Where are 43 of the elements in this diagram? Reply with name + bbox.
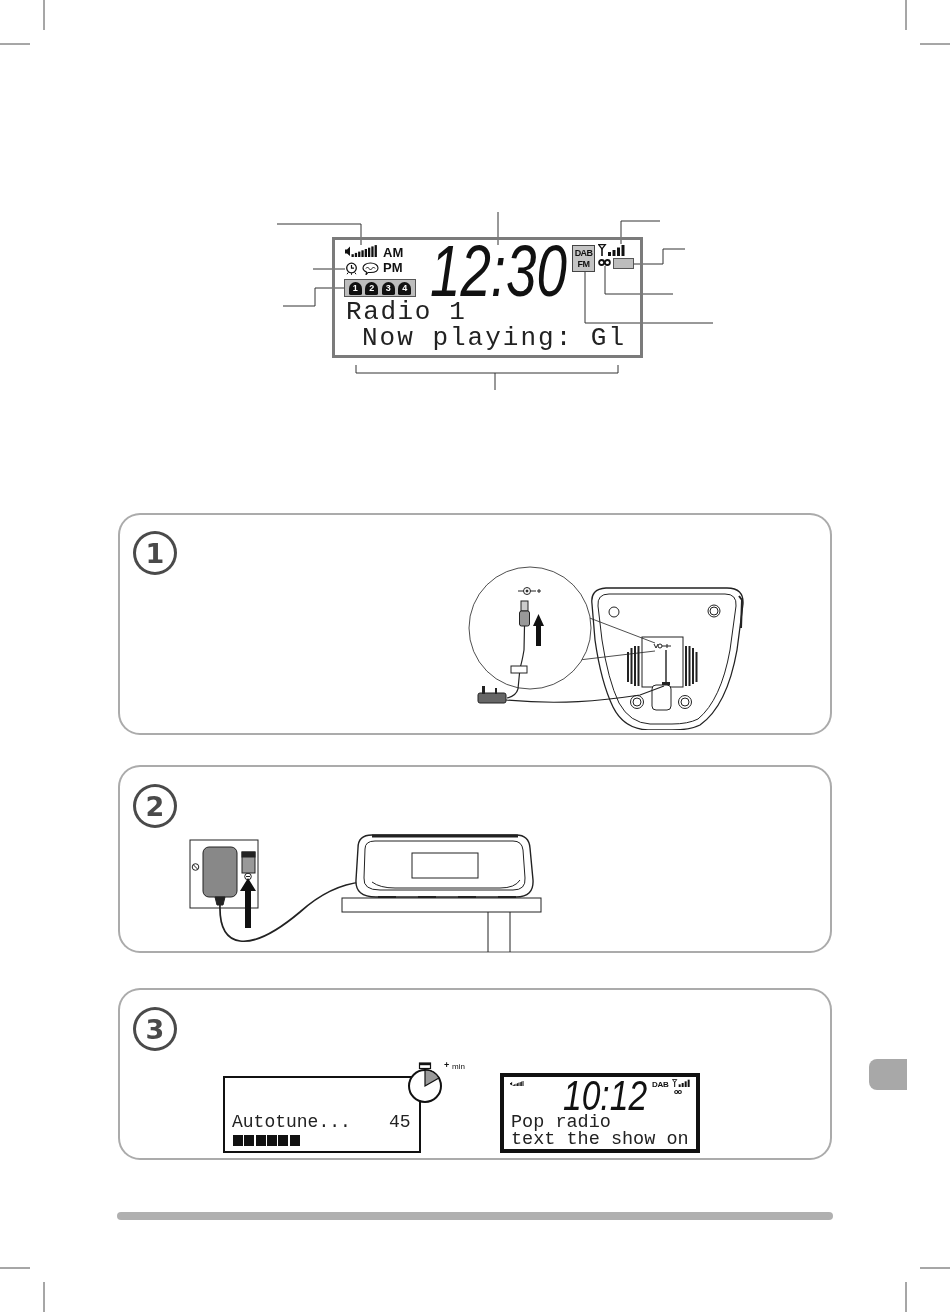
band-indicator — [572, 245, 595, 272]
station-count: 45 — [389, 1113, 411, 1131]
alarm-indicator-strip — [344, 279, 416, 297]
scrolling-text: Now playing: Gl — [362, 326, 627, 350]
step-panel — [118, 765, 832, 953]
alarm-bell-number: 2 — [365, 281, 379, 295]
clock-icon — [345, 262, 358, 275]
leader-line — [584, 271, 714, 324]
lcd-screen — [223, 1076, 421, 1153]
am-pm-label: AM — [383, 246, 404, 260]
alarm-bell-number: 3 — [381, 281, 395, 295]
leader-line — [282, 287, 345, 307]
status-box — [613, 258, 634, 269]
am-pm-label: PM — [383, 261, 403, 275]
step-number: 1 — [133, 531, 177, 575]
lcd-display — [332, 237, 643, 358]
plus-sign: + — [444, 1061, 450, 1070]
clock-digits: 12:30 — [430, 245, 568, 297]
scrolling-text: text the show on — [511, 1131, 689, 1148]
station-name: Radio 1 — [346, 300, 467, 324]
leader-line — [312, 268, 346, 270]
status-text: Autotune... — [232, 1113, 351, 1131]
leader-line — [604, 265, 674, 295]
band-label: FM — [577, 259, 590, 269]
step-number: 2 — [133, 784, 177, 828]
signal-strength-icon — [598, 244, 625, 256]
clock-digits: 10:12 — [563, 1080, 648, 1111]
band-label: DAB — [652, 1081, 669, 1089]
leader-line — [497, 211, 499, 246]
stereo-icon — [598, 259, 611, 266]
leader-line — [620, 220, 661, 245]
alarm-bell-number: 1 — [348, 281, 362, 295]
unit-label: min — [452, 1062, 465, 1071]
station-name: Pop radio — [511, 1114, 611, 1131]
step-panel — [118, 988, 832, 1160]
volume-level-icon — [345, 245, 378, 257]
band-label: DAB — [574, 248, 593, 258]
step-panel — [118, 513, 832, 735]
alarm-bell-number: 4 — [398, 281, 412, 295]
lcd-screen — [500, 1073, 700, 1153]
step-number: 3 — [133, 1007, 177, 1051]
leader-line — [633, 248, 686, 265]
leader-line — [276, 223, 362, 246]
